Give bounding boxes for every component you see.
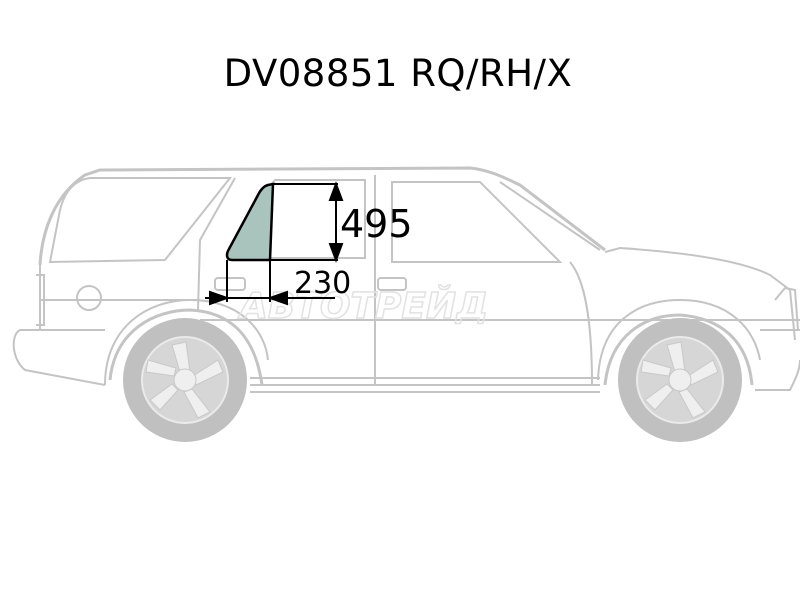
part-code-title: DV08851 RQ/RH/X (0, 52, 800, 95)
quarter-glass-highlight (225, 182, 275, 262)
part-code-text: DV08851 RQ/RH/X (223, 52, 573, 95)
watermark: АВТОТРЕЙД (237, 285, 488, 327)
rear-wheel (123, 318, 247, 442)
height-dimension-label: 495 (340, 202, 413, 246)
width-dimension-label: 230 (294, 266, 352, 301)
dimension-lines (205, 181, 344, 306)
front-wheel (618, 318, 742, 442)
car-outline (12, 166, 800, 393)
